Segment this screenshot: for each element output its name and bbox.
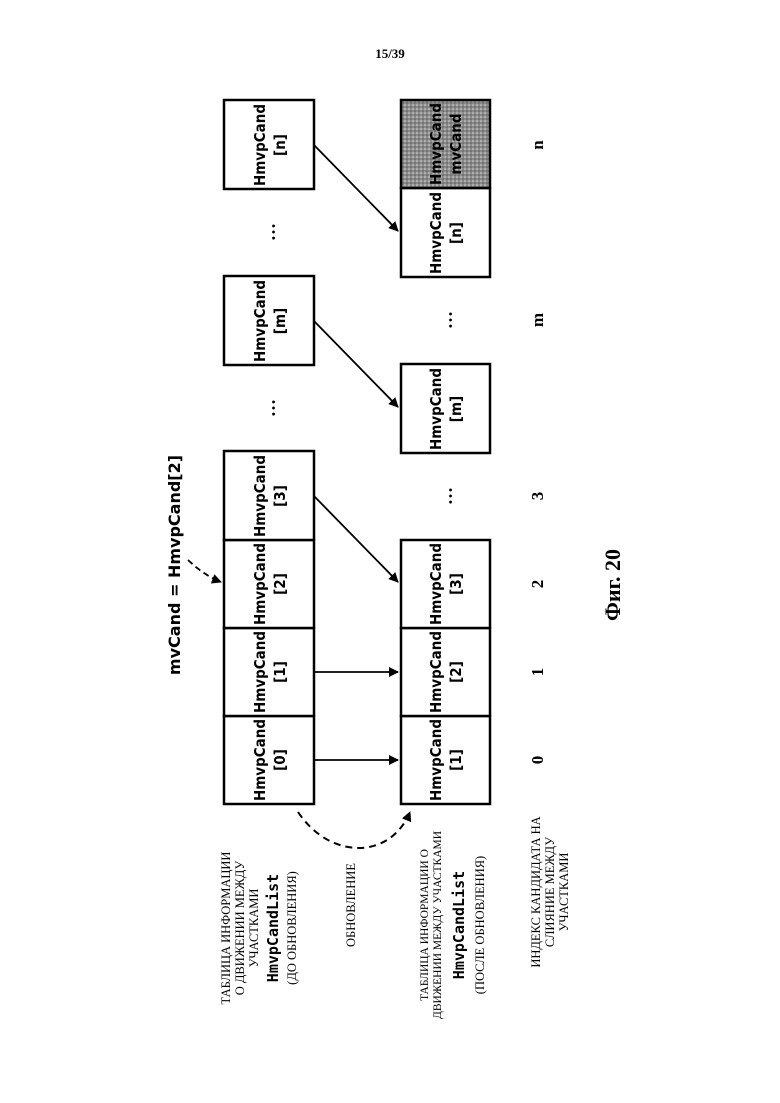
bottom-table-title-line-2: ДВИЖЕНИИ МЕЖДУ УЧАСТКАМИ bbox=[432, 831, 444, 1019]
top-cell-3-name: HmvpCand bbox=[251, 455, 269, 537]
bottom-ellipsis-2: … bbox=[436, 311, 456, 329]
top-cell-1: HmvpCand [1] bbox=[224, 628, 314, 716]
top-cell-m-name: HmvpCand bbox=[251, 280, 269, 362]
index-value-n: n bbox=[528, 140, 547, 150]
bottom-cell-2-index: [3] bbox=[447, 573, 465, 595]
bottom-cell-0: HmvpCand [1] bbox=[401, 716, 490, 804]
index-axis-label: ИНДЕКС КАНДИДАТА НА СЛИЯНИЕ МЕЖДУ УЧАСТК… bbox=[529, 816, 571, 967]
update-curve-arrow bbox=[298, 812, 410, 848]
bottom-cell-new-value: mvCand bbox=[447, 113, 465, 174]
top-cell-n-name: HmvpCand bbox=[251, 104, 269, 186]
index-value-3: 3 bbox=[528, 492, 547, 501]
top-table: HmvpCand [0] HmvpCand [1] HmvpCand [2] H… bbox=[224, 100, 314, 804]
bottom-cell-1-index: [2] bbox=[447, 661, 465, 683]
top-cell-m-index: [m] bbox=[271, 308, 289, 334]
top-table-list-name: HmvpCandList bbox=[264, 874, 282, 982]
bottom-table-list-name: HmvpCandList bbox=[450, 871, 468, 979]
top-cell-m: HmvpCand [m] bbox=[224, 276, 314, 365]
top-cell-3: HmvpCand [3] bbox=[224, 451, 314, 540]
bottom-cell-0-name: HmvpCand bbox=[427, 719, 445, 801]
index-value-2: 2 bbox=[528, 580, 547, 589]
bottom-ellipsis-1: … bbox=[436, 487, 456, 505]
bottom-cell-n: HmvpCand [n] bbox=[401, 188, 490, 277]
index-title-line-1: ИНДЕКС КАНДИДАТА НА bbox=[529, 816, 543, 967]
index-value-0: 0 bbox=[528, 756, 547, 765]
bottom-cell-m-index: [m] bbox=[447, 396, 465, 422]
update-label: ОБНОВЛЕНИЕ bbox=[344, 863, 358, 947]
top-cell-2-name: HmvpCand bbox=[251, 543, 269, 625]
index-title-line-2: СЛИЯНИЕ МЕЖДУ bbox=[543, 837, 557, 947]
bottom-cell-n-name: HmvpCand bbox=[427, 192, 445, 274]
top-table-title-line-2: О ДВИЖЕНИИ МЕЖДУ bbox=[233, 861, 247, 996]
top-table-title-line-1: ТАБЛИЦА ИНФОРМАЦИИ bbox=[219, 852, 233, 1005]
top-table-note: (ДО ОБНОВЛЕНИЯ) bbox=[285, 871, 299, 985]
arrow-n-to-n bbox=[314, 145, 398, 231]
bottom-cell-m: HmvpCand [m] bbox=[401, 364, 490, 453]
bottom-cell-2-name: HmvpCand bbox=[427, 543, 445, 625]
equation-label: mvCand = HmvpCand[2] bbox=[165, 455, 184, 675]
bottom-cell-0-index: [1] bbox=[447, 749, 465, 771]
index-title-line-3: УЧАСТКАМИ bbox=[557, 853, 571, 932]
top-cell-0-name: HmvpCand bbox=[251, 719, 269, 801]
top-cell-n: HmvpCand [n] bbox=[224, 100, 314, 189]
bottom-table-title-line-1: ТАБЛИЦА ИНФОРМАЦИИ О bbox=[419, 849, 431, 1001]
top-cell-3-index: [3] bbox=[271, 485, 289, 507]
top-cell-2: HmvpCand [2] bbox=[224, 540, 314, 628]
top-ellipsis-2: … bbox=[259, 223, 279, 241]
bottom-cell-1-name: HmvpCand bbox=[427, 631, 445, 713]
top-cell-2-index: [2] bbox=[271, 573, 289, 595]
arrow-m-to-m bbox=[314, 321, 398, 407]
arrow-3-to-3 bbox=[314, 496, 398, 582]
top-cell-0: HmvpCand [0] bbox=[224, 716, 314, 804]
figure-caption: Фиг. 20 bbox=[600, 549, 625, 621]
top-cell-1-index: [1] bbox=[271, 661, 289, 683]
bottom-cell-n-index: [n] bbox=[447, 222, 465, 244]
bottom-cell-2: HmvpCand [3] bbox=[401, 540, 490, 628]
bottom-cell-1: HmvpCand [2] bbox=[401, 628, 490, 716]
mvcand-pointer-arrow bbox=[188, 560, 221, 582]
bottom-table-note: (ПОСЛЕ ОБНОВЛЕНИЯ) bbox=[473, 856, 487, 994]
index-values: 0 1 2 3 m n bbox=[528, 140, 547, 765]
top-ellipsis-1: … bbox=[259, 399, 279, 417]
bottom-cell-m-name: HmvpCand bbox=[427, 368, 445, 450]
bottom-cell-new-name: HmvpCand bbox=[427, 103, 445, 185]
top-cell-n-index: [n] bbox=[271, 134, 289, 156]
top-table-title-line-3: УЧАСТКАМИ bbox=[247, 889, 261, 968]
bottom-cell-new-mvcand: HmvpCand mvCand bbox=[401, 100, 490, 188]
bottom-table-label: ТАБЛИЦА ИНФОРМАЦИИ О ДВИЖЕНИИ МЕЖДУ УЧАС… bbox=[419, 831, 487, 1019]
top-cell-0-index: [0] bbox=[271, 749, 289, 771]
top-table-label: ТАБЛИЦА ИНФОРМАЦИИ О ДВИЖЕНИИ МЕЖДУ УЧАС… bbox=[219, 852, 299, 1005]
top-cell-1-name: HmvpCand bbox=[251, 631, 269, 713]
index-value-1: 1 bbox=[528, 668, 547, 677]
index-value-m: m bbox=[528, 313, 547, 327]
bottom-table: HmvpCand [1] HmvpCand [2] HmvpCand [3] … bbox=[401, 100, 490, 804]
